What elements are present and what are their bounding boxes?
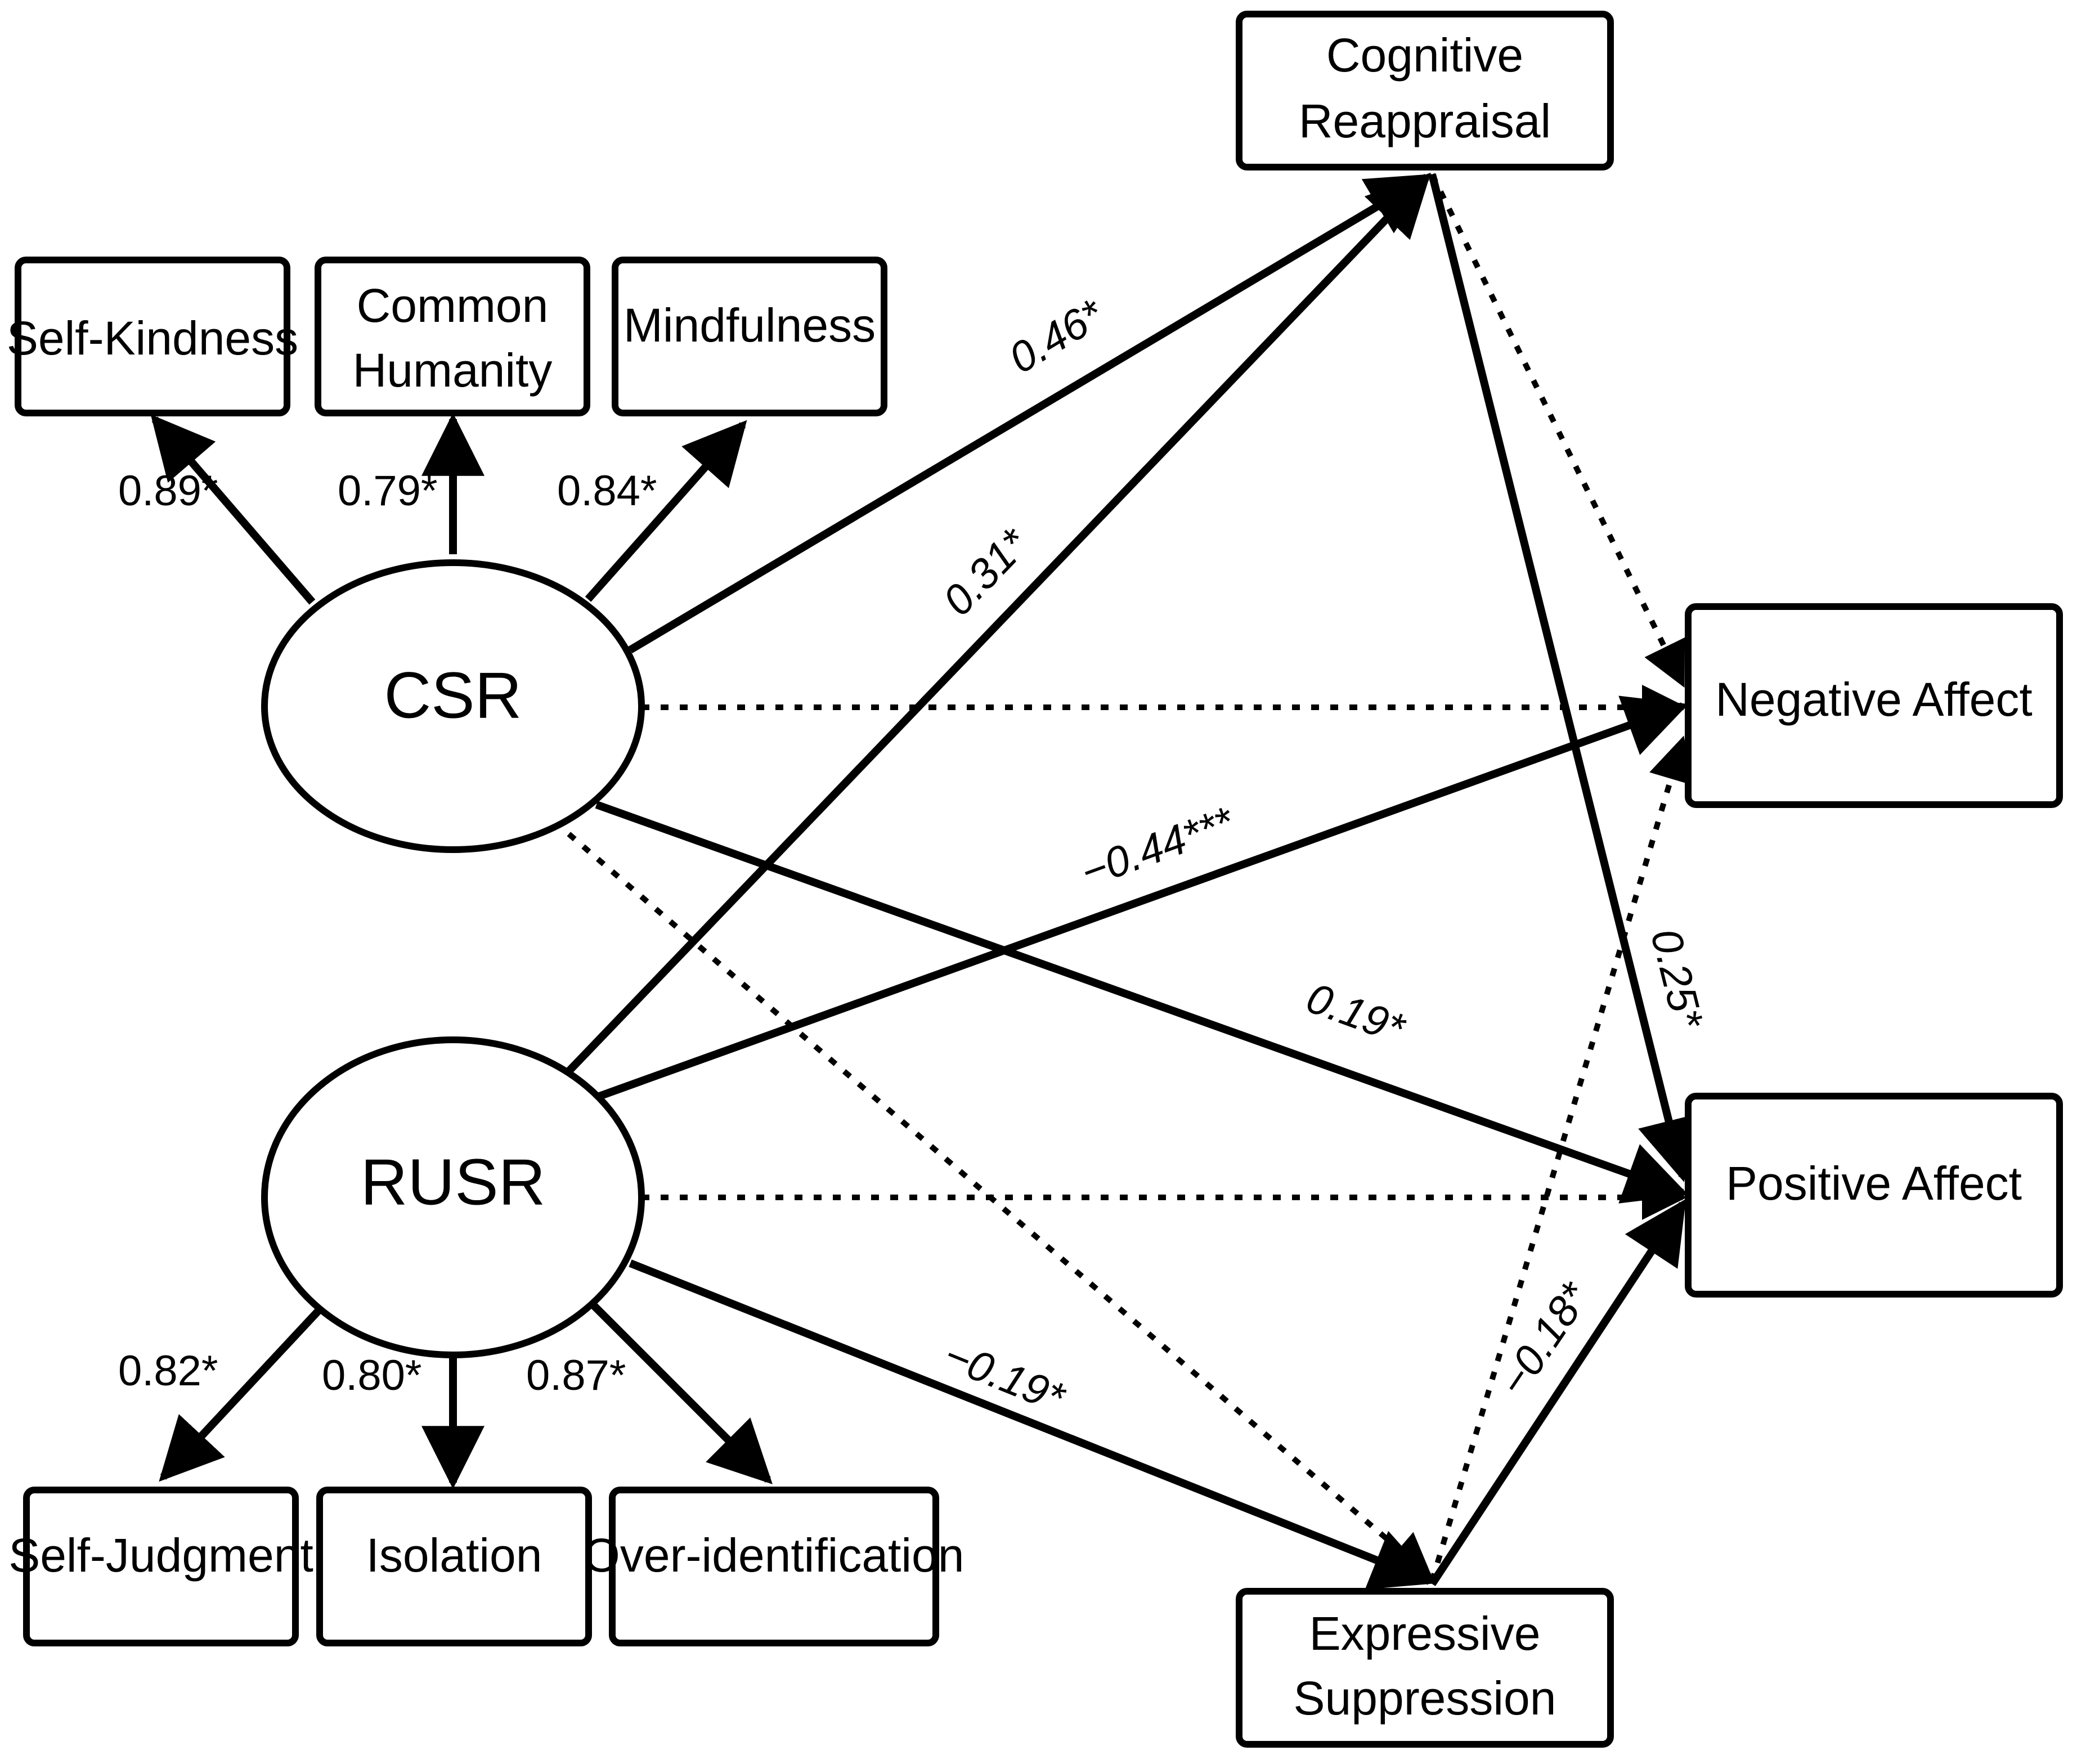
box-common-humanity: Common Humanity xyxy=(315,257,590,416)
csr-label: CSR xyxy=(384,659,522,732)
arrow-rusr-to-self-judgment xyxy=(159,1305,324,1482)
path-csr-to-cognitive-reappraisal xyxy=(628,173,1432,654)
coef-cognitive-reappraisal-to-positive-affect: 0.25* xyxy=(1641,924,1712,1034)
arrow-csr-to-self-kindness xyxy=(150,414,316,605)
negative-affect-label: Negative Affect xyxy=(1715,673,2032,726)
common-humanity-label-line1: Common xyxy=(357,279,549,332)
coef-csr-to-positive-affect: 0.19* xyxy=(1300,974,1412,1053)
expressive-suppression-label-line1: Expressive xyxy=(1309,1607,1541,1660)
box-self-judgment: Self-Judgment xyxy=(8,1487,313,1646)
over-identification-label: Over-identification xyxy=(584,1529,965,1582)
box-expressive-suppression: Expressive Suppression xyxy=(1236,1588,1614,1748)
box-self-kindness: Self-Kindness xyxy=(7,257,298,416)
box-over-identification: Over-identification xyxy=(584,1487,965,1646)
path-cognitive-reappraisal-to-positive-affect xyxy=(1428,173,1699,1182)
loading-mindfulness: 0.84* xyxy=(557,467,657,515)
dotted-path-csr-to-expressive-suppression xyxy=(552,819,1433,1579)
box-negative-affect: Negative Affect xyxy=(1685,603,2063,808)
box-mindfulness: Mindfulness xyxy=(612,257,887,416)
common-humanity-label-line2: Humanity xyxy=(353,344,553,397)
dotted-path-cr-to-negative-affect xyxy=(1429,173,1685,688)
coef-csr-to-cognitive-reappraisal: 0.46* xyxy=(1001,290,1112,383)
dotted-path-es-to-negative-affect xyxy=(1429,735,1693,1582)
latent-rusr: RUSR xyxy=(261,1036,645,1358)
box-cognitive-reappraisal: Cognitive Reappraisal xyxy=(1236,11,1614,170)
positive-affect-label: Positive Affect xyxy=(1726,1157,2022,1210)
loading-common-humanity: 0.79* xyxy=(338,467,438,515)
self-judgment-label: Self-Judgment xyxy=(8,1529,313,1582)
path-csr-to-positive-affect xyxy=(595,801,1689,1204)
path-rusr-to-expressive-suppression xyxy=(629,1259,1435,1590)
path-rusr-to-cognitive-reappraisal xyxy=(559,172,1431,1080)
isolation-label: Isolation xyxy=(366,1529,542,1582)
box-isolation: Isolation xyxy=(316,1487,592,1646)
expressive-suppression-label-line2: Suppression xyxy=(1294,1672,1556,1725)
coef-rusr-to-negative-affect: −0.44*** xyxy=(1075,797,1241,897)
cognitive-reappraisal-label-line1: Cognitive xyxy=(1326,29,1523,82)
loading-isolation: 0.80* xyxy=(322,1352,422,1399)
latent-csr: CSR xyxy=(261,559,645,853)
rusr-label: RUSR xyxy=(361,1146,546,1219)
path-rusr-to-negative-affect xyxy=(595,695,1689,1101)
coef-rusr-to-cognitive-reappraisal: 0.31* xyxy=(934,519,1038,625)
loading-self-judgment: 0.82* xyxy=(118,1347,218,1395)
self-kindness-label: Self-Kindness xyxy=(7,312,298,365)
mindfulness-label: Mindfulness xyxy=(623,299,876,352)
loading-over-identification: 0.87* xyxy=(526,1352,626,1399)
arrow-rusr-to-over-identification xyxy=(588,1300,773,1484)
cognitive-reappraisal-label-line2: Reappraisal xyxy=(1299,95,1551,147)
loading-self-kindness: 0.89* xyxy=(118,467,218,515)
arrow-csr-to-mindfulness xyxy=(585,420,747,602)
box-positive-affect: Positive Affect xyxy=(1685,1093,2063,1298)
path-expressive-suppression-to-positive-affect xyxy=(1429,1199,1686,1586)
